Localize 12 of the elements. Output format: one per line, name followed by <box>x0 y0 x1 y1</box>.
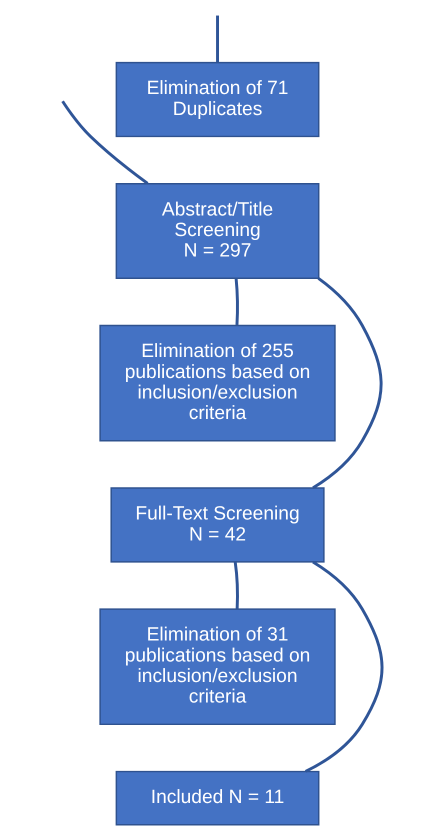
connector <box>234 562 239 609</box>
node-box: Abstract/Title Screening N = 297 <box>116 182 320 279</box>
node-box: Elimination of 255 publications based on inclusion/exclusion criteria <box>99 324 336 442</box>
connector <box>312 277 383 490</box>
connector <box>216 16 219 62</box>
connector <box>234 278 239 326</box>
connector <box>304 560 384 773</box>
node-box: Elimination of 71 Duplicates <box>116 62 320 138</box>
connector <box>61 100 148 185</box>
node-box: Included N = 11 <box>116 770 320 826</box>
node-box: Elimination of 31 publications based on inclusion/exclusion criteria <box>99 608 336 726</box>
node-box: Full-Text Screening N = 42 <box>110 487 325 563</box>
